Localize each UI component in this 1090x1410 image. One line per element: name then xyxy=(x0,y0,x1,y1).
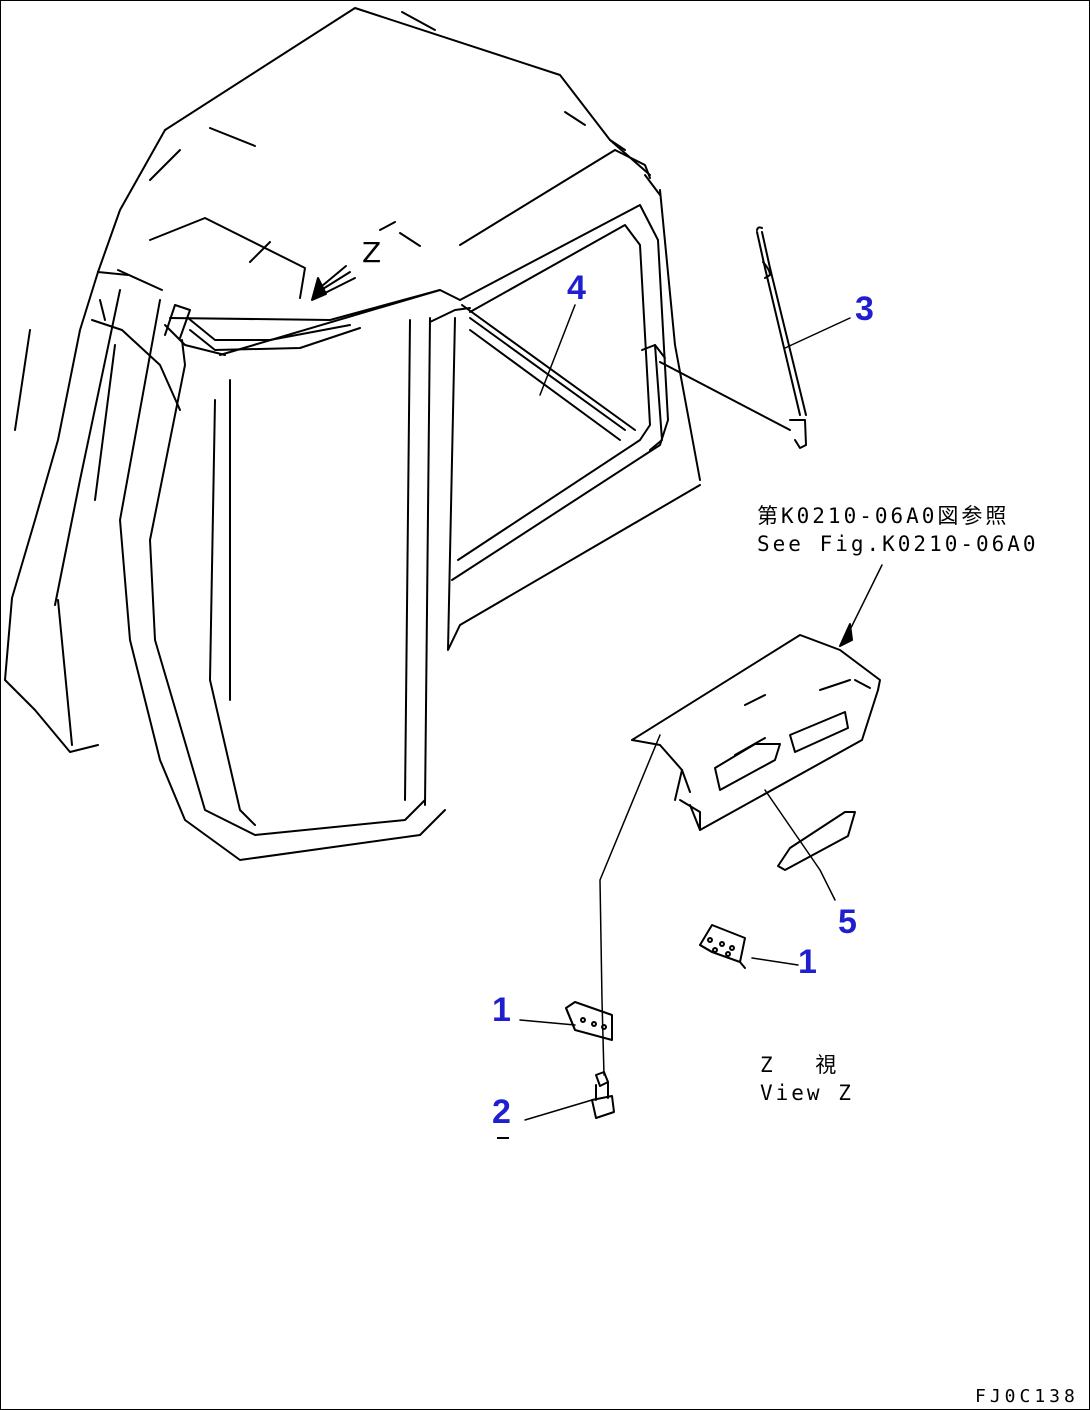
callout-2-underline xyxy=(497,1137,509,1139)
part-1-bracket-left xyxy=(565,1001,613,1041)
callout-3: 3 xyxy=(855,290,874,328)
leader-lines xyxy=(519,304,883,1121)
view-z-arrow xyxy=(311,265,356,301)
leader-2 xyxy=(524,1099,593,1121)
cab-outline xyxy=(4,7,701,861)
reference-note-jp: 第K0210-06A0図参照 xyxy=(757,504,1010,528)
callout-4: 4 xyxy=(567,269,586,307)
view-z-panel xyxy=(631,634,881,831)
callout-1-left: 1 xyxy=(492,991,511,1029)
callout-5: 5 xyxy=(838,903,857,941)
leader-1-left xyxy=(519,1019,576,1026)
wire-harness-line xyxy=(599,734,661,1076)
part-1-bracket-right xyxy=(699,924,746,969)
view-z-letter: Z xyxy=(362,236,382,269)
view-label-en: View Z xyxy=(760,1081,854,1105)
drawing-code: FJ0C138 xyxy=(975,1386,1079,1407)
leader-1-right xyxy=(751,957,799,966)
leader-4 xyxy=(539,304,576,396)
view-label-jp: Z 視 xyxy=(760,1053,840,1077)
part-3-rod xyxy=(641,226,807,451)
part-2-bolt xyxy=(591,1071,615,1119)
callout-1-right: 1 xyxy=(798,943,817,981)
leader-3 xyxy=(784,317,851,349)
part-5-plate xyxy=(777,811,856,871)
reference-note-en: See Fig.K0210-06A0 xyxy=(757,532,1039,556)
leader-5 xyxy=(764,789,836,901)
callout-2: 2 xyxy=(492,1093,511,1131)
reference-arrowhead xyxy=(839,623,853,647)
